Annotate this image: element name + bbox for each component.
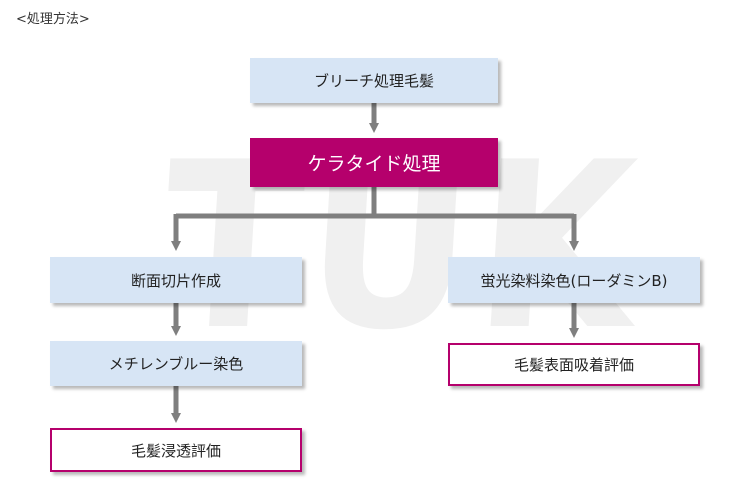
node-methylene-blue: メチレンブルー染色 [50, 341, 302, 386]
page-title: <処理方法> [16, 12, 90, 27]
node-bleached-hair: ブリーチ処理毛髪 [250, 58, 498, 103]
node-adsorption-eval: 毛髪表面吸着評価 [448, 343, 700, 386]
node-cross-section: 断面切片作成 [50, 257, 302, 303]
node-keratide-treatment: ケラタイド処理 [250, 138, 498, 187]
node-fluorescent-dye: 蛍光染料染色(ローダミンB) [448, 257, 700, 303]
node-penetration-eval: 毛髪浸透評価 [50, 428, 302, 472]
